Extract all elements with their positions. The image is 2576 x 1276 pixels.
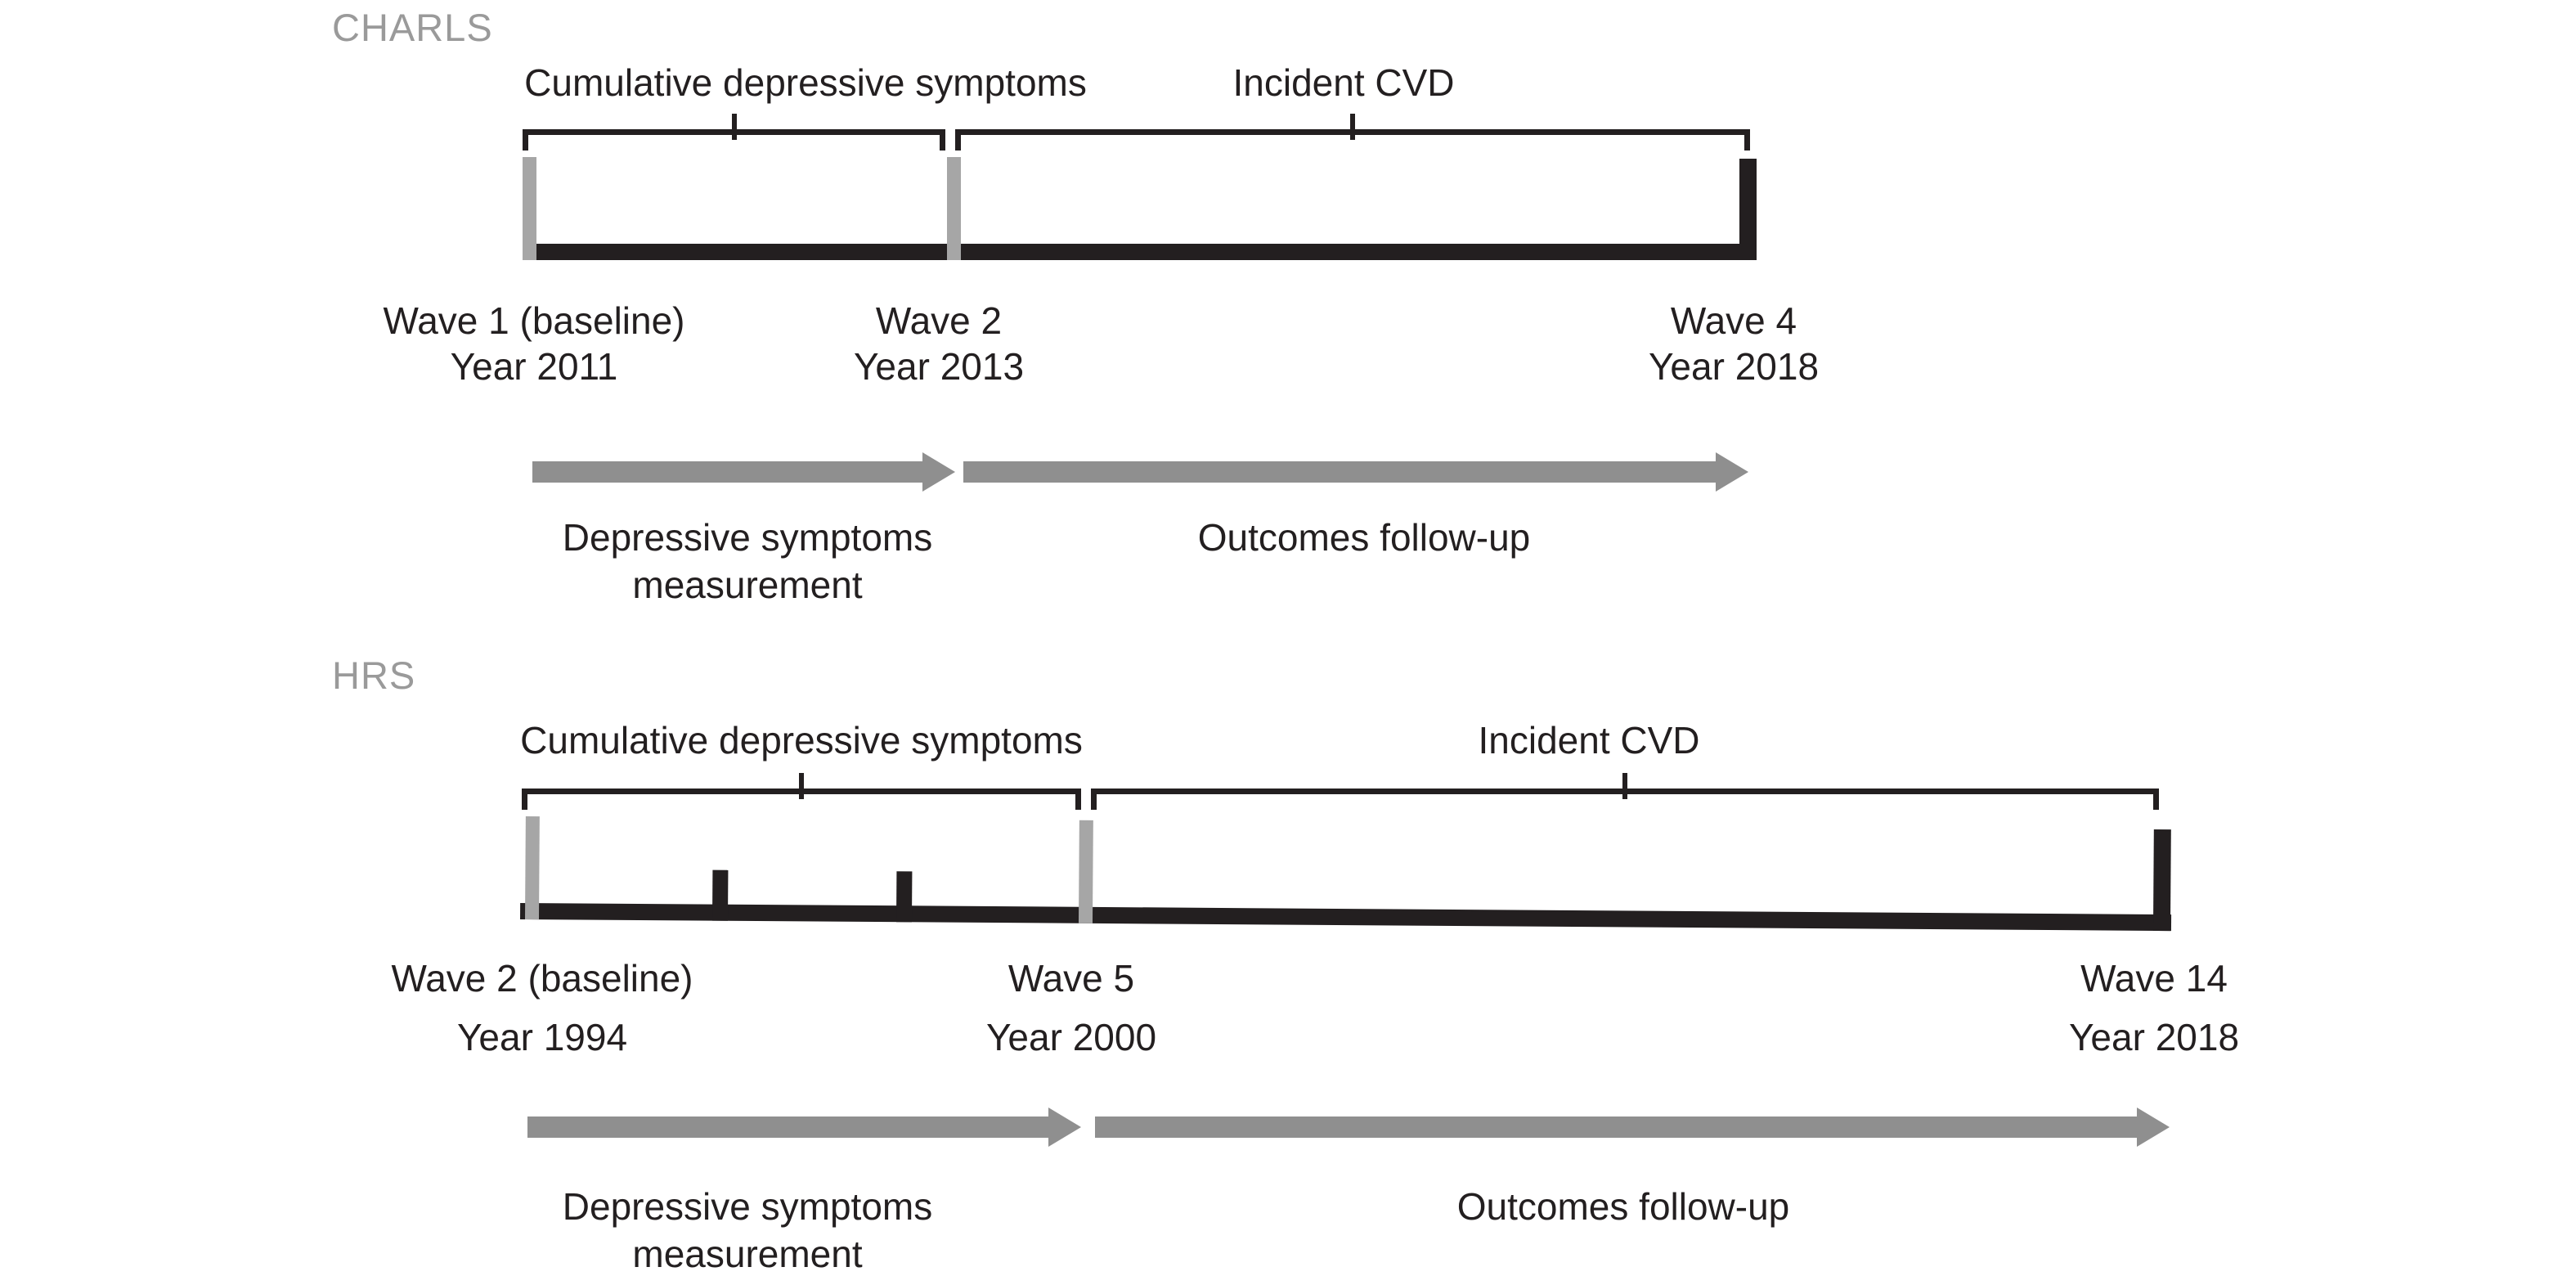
arrow-label-line1: Depressive symptoms (562, 1185, 933, 1228)
wave-name: Wave 4 (1670, 299, 1797, 342)
bracket-pointer-icon (799, 773, 804, 799)
hrs-incident-bracket (1091, 773, 2159, 815)
hrs-wave5-label: Wave 5 Year 2000 (818, 955, 1325, 1060)
hrs-cumulative-symptoms-label: Cumulative depressive symptoms (520, 719, 1083, 762)
charls-tick-wave4 (1739, 159, 1757, 260)
hrs-tick-wave3 (711, 869, 729, 921)
charls-followup-arrow-icon (963, 452, 1748, 492)
arrow-head-icon (1048, 1108, 1081, 1147)
hrs-followup-arrow-label: Outcomes follow-up (1313, 1183, 1934, 1230)
arrow-label-line1: Outcomes follow-up (1197, 516, 1531, 559)
charls-wave2-label: Wave 2 Year 2013 (685, 298, 1192, 389)
hrs-measurement-arrow-icon (527, 1108, 1081, 1147)
arrow-shaft (963, 461, 1716, 483)
bracket-pointer-icon (1622, 773, 1627, 799)
wave-year: Year 2018 (2068, 1016, 2240, 1058)
hrs-wave14-label: Wave 14 Year 2018 (1901, 955, 2408, 1060)
arrow-label-line1: Outcomes follow-up (1456, 1185, 1790, 1228)
hrs-incident-cvd-label: Incident CVD (1478, 719, 1700, 762)
bracket-pointer-icon (1350, 114, 1355, 140)
arrow-head-icon (922, 452, 955, 492)
arrow-shaft (1095, 1116, 2137, 1138)
charls-measurement-arrow-icon (532, 452, 955, 492)
hrs-tick-wave14 (2152, 829, 2171, 932)
charls-wave1-label: Wave 1 (baseline) Year 2011 (280, 298, 788, 389)
wave-name: Wave 2 (baseline) (391, 957, 693, 1000)
wave-year: Year 2018 (1648, 345, 1820, 388)
hrs-tick-wave4 (895, 871, 913, 923)
charls-followup-arrow-label: Outcomes follow-up (1053, 514, 1675, 561)
hrs-timeline (520, 816, 2172, 932)
charls-timeline (523, 157, 1757, 260)
charls-measurement-arrow-label: Depressive symptoms measurement (437, 514, 1058, 609)
charls-timeline-bar (523, 244, 1757, 260)
charls-title: CHARLS (332, 6, 493, 49)
arrow-shaft (527, 1116, 1048, 1138)
wave-year: Year 2011 (450, 345, 618, 388)
wave-name: Wave 2 (875, 299, 1003, 342)
wave-year: Year 2000 (985, 1016, 1157, 1058)
arrow-label-line2: measurement (632, 564, 863, 606)
charls-cumulative-bracket (523, 114, 945, 156)
hrs-tick-wave5 (1078, 820, 1093, 923)
arrow-label-line1: Depressive symptoms (562, 516, 933, 559)
hrs-cumulative-bracket (522, 773, 1081, 815)
charls-incident-cvd-label: Incident CVD (1232, 61, 1455, 104)
wave-year: Year 1994 (456, 1016, 628, 1058)
wave-name: Wave 14 (2080, 957, 2228, 1000)
hrs-tick-wave2 (524, 816, 540, 920)
bracket-pointer-icon (731, 114, 737, 140)
hrs-measurement-arrow-label: Depressive symptoms measurement (437, 1183, 1058, 1276)
hrs-title: HRS (332, 654, 416, 697)
arrow-label-line2: measurement (632, 1233, 863, 1275)
charls-tick-wave1 (523, 157, 536, 260)
hrs-timeline-bar (520, 903, 2172, 932)
charls-wave4-label: Wave 4 Year 2018 (1480, 298, 1987, 389)
charls-incident-bracket (955, 114, 1750, 156)
wave-name: Wave 1 (baseline) (383, 299, 685, 342)
arrow-head-icon (1716, 452, 1748, 492)
hrs-wave2-label: Wave 2 (baseline) Year 1994 (289, 955, 796, 1060)
wave-name: Wave 5 (1008, 957, 1135, 1000)
charls-tick-wave2 (947, 157, 961, 260)
wave-year: Year 2013 (853, 345, 1025, 388)
arrow-shaft (532, 461, 922, 483)
charls-cumulative-symptoms-label: Cumulative depressive symptoms (524, 61, 1087, 104)
arrow-head-icon (2137, 1108, 2170, 1147)
hrs-followup-arrow-icon (1095, 1108, 2170, 1147)
